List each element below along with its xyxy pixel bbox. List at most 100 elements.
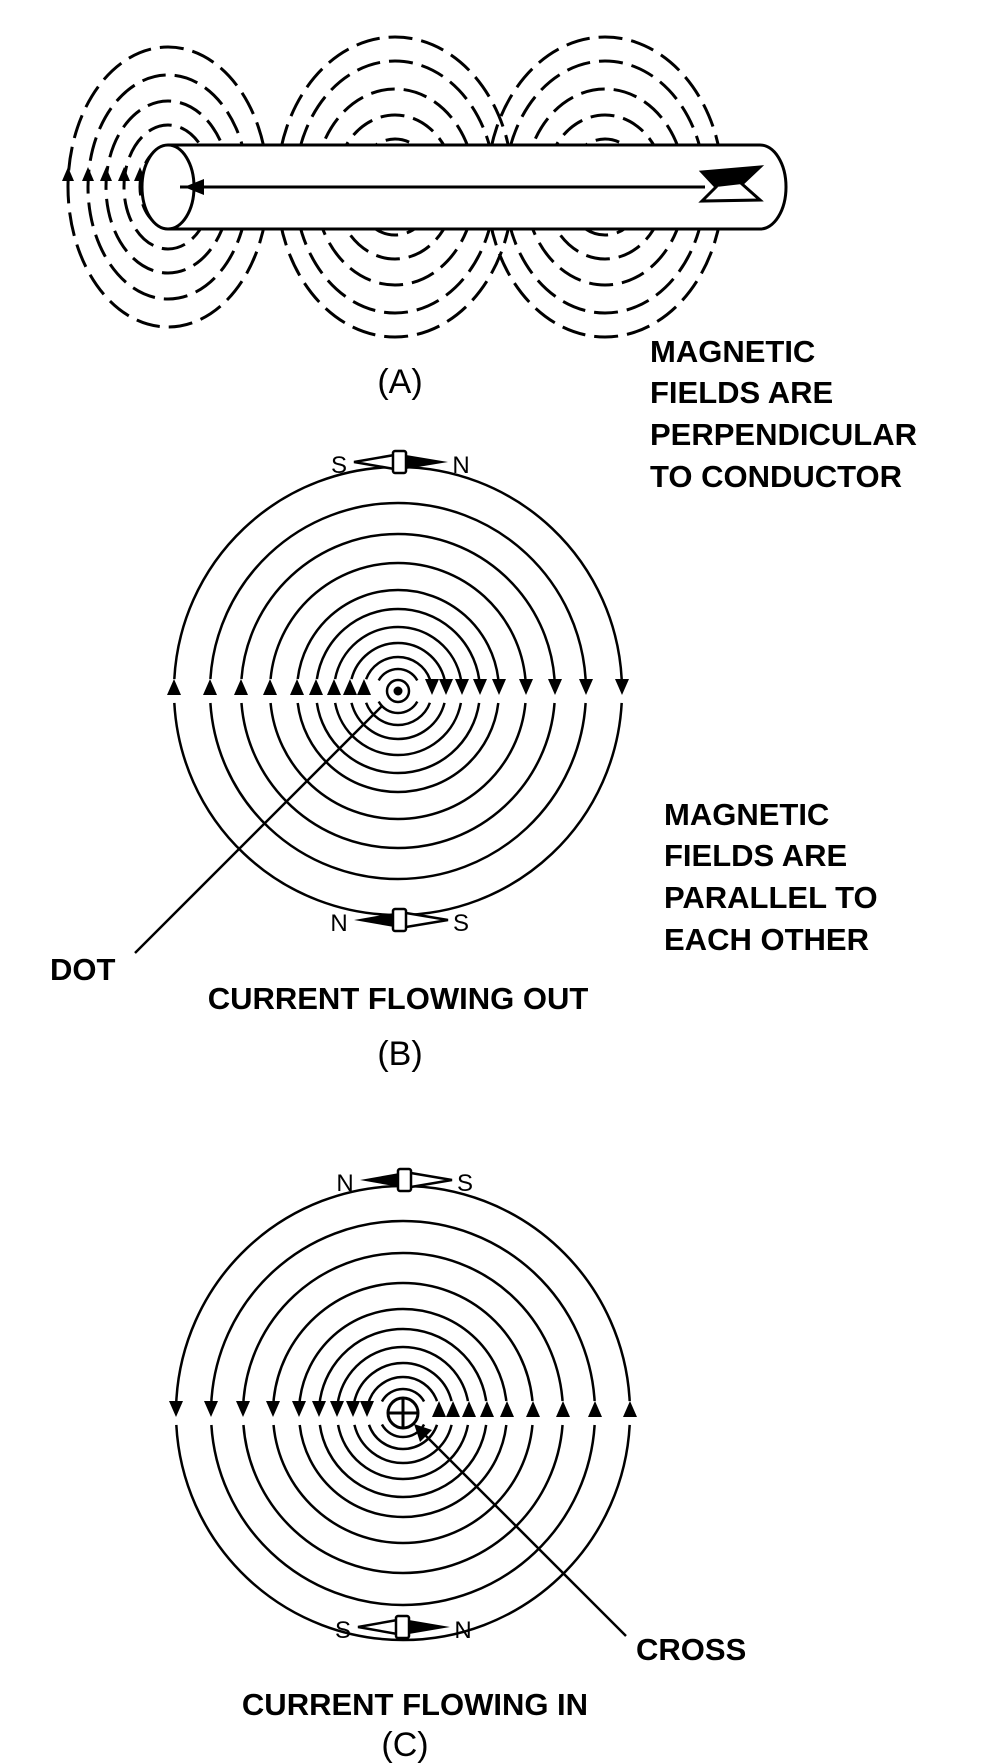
field-arrow-c-left-6 xyxy=(266,1401,280,1417)
dot-pointer-line xyxy=(134,705,383,954)
panel-c-current-in: N S S N CROSS CURRENT FLOWING IN (C) xyxy=(169,1167,746,1764)
panel-a-note: MAGNETIC FIELDS ARE PERPENDICULAR TO CON… xyxy=(650,334,917,494)
compass-bottom-c-right: N xyxy=(454,1617,471,1644)
note-b-line-2: FIELDS ARE xyxy=(664,838,847,873)
field-ring-b-1-lower xyxy=(377,700,419,715)
field-arrow-c-left-2 xyxy=(346,1401,360,1417)
field-arrows-c xyxy=(169,1401,637,1417)
field-arrow-b-left-6 xyxy=(263,679,277,695)
field-arrow-c-right-2 xyxy=(446,1401,460,1417)
compass-top-c: N S xyxy=(336,1167,473,1197)
field-ring-b-8-lower xyxy=(240,702,556,850)
compass-bottom-b-left: N xyxy=(330,910,347,937)
field-ring-b-5-upper xyxy=(315,607,481,680)
field-arrow-c-right-6 xyxy=(526,1401,540,1417)
panel-b-note: MAGNETIC FIELDS ARE PARALLEL TO EACH OTH… xyxy=(664,797,878,957)
field-arrow-b-right-9 xyxy=(615,679,629,695)
field-ring-b-2-lower xyxy=(364,702,432,727)
field-ring-c-4-lower xyxy=(336,1424,470,1481)
field-ring-b-9-lower xyxy=(209,702,587,881)
field-ring-b-7-upper xyxy=(269,561,527,680)
panel-c-label: (C) xyxy=(381,1726,428,1764)
panel-a-conductor: (A) MAGNETIC FIELDS ARE PERPENDICULAR TO… xyxy=(62,35,917,494)
field-ring-c-6-lower xyxy=(298,1424,508,1519)
cross-pointer-line xyxy=(423,1433,627,1637)
field-ring-b-6-upper xyxy=(296,588,500,680)
field-ring-b-4-lower xyxy=(333,702,463,757)
note-a-line-2: FIELDS ARE xyxy=(650,375,833,410)
field-ring-c-7-upper xyxy=(272,1281,534,1402)
field-arrow-b-right-3 xyxy=(455,679,469,695)
field-ring-b-9-upper xyxy=(209,501,587,680)
field-arrow-b-left-5 xyxy=(290,679,304,695)
field-arrow-b-left-2 xyxy=(343,679,357,695)
field-arrow-c-left-8 xyxy=(204,1401,218,1417)
field-ring-b-2-upper xyxy=(364,655,432,680)
field-ring-c-9-upper xyxy=(210,1219,596,1402)
field-ring-c-2-lower xyxy=(367,1424,439,1451)
field-loop-arrow-a-1-5 xyxy=(62,167,74,181)
field-arrow-c-left-5 xyxy=(292,1401,306,1417)
cross-label: CROSS xyxy=(636,1632,746,1667)
compass-bottom-c-left: S xyxy=(335,1617,351,1644)
note-b-line-4: EACH OTHER xyxy=(664,922,869,957)
field-loop-arrow-a-1-3 xyxy=(100,167,112,181)
panel-b-caption: CURRENT FLOWING OUT xyxy=(208,981,589,1016)
field-arrow-b-right-2 xyxy=(439,679,453,695)
panel-a-label: (A) xyxy=(377,363,422,401)
field-arrow-c-right-3 xyxy=(462,1401,476,1417)
compass-bottom-b-right: S xyxy=(453,910,469,937)
field-ring-c-4-upper xyxy=(336,1345,470,1402)
note-a-line-1: MAGNETIC xyxy=(650,334,815,369)
compass-top-b-left: S xyxy=(331,452,347,479)
field-ring-b-7-lower xyxy=(269,702,527,821)
field-arrow-b-right-1 xyxy=(425,679,439,695)
field-arrow-b-right-7 xyxy=(548,679,562,695)
field-ring-b-5-lower xyxy=(315,702,481,775)
field-rings-b xyxy=(173,465,623,917)
field-arrow-c-left-4 xyxy=(312,1401,326,1417)
field-arrow-b-right-5 xyxy=(492,679,506,695)
field-ring-c-5-lower xyxy=(318,1424,488,1499)
dot-symbol xyxy=(393,686,403,696)
field-ring-c-2-upper xyxy=(367,1375,439,1402)
field-ring-c-3-upper xyxy=(353,1361,453,1402)
field-arrows-b xyxy=(167,679,629,695)
field-ring-b-8-upper xyxy=(240,532,556,680)
field-ring-b-10-upper xyxy=(173,465,623,680)
note-b-line-3: PARALLEL TO xyxy=(664,880,878,915)
cross-symbol xyxy=(386,1396,420,1430)
field-ring-b-3-lower xyxy=(350,702,446,741)
field-arrow-b-right-4 xyxy=(473,679,487,695)
field-arrow-c-left-3 xyxy=(330,1401,344,1417)
current-arrow-head xyxy=(184,179,204,195)
field-arrow-b-left-4 xyxy=(309,679,323,695)
dot-label: DOT xyxy=(50,952,116,987)
panel-b-label: (B) xyxy=(377,1035,422,1073)
note-b-line-1: MAGNETIC xyxy=(664,797,829,832)
field-arrow-b-left-9 xyxy=(167,679,181,695)
field-arrow-b-left-1 xyxy=(357,679,371,695)
field-ring-c-10-lower xyxy=(175,1424,631,1642)
field-arrow-c-right-8 xyxy=(588,1401,602,1417)
field-arrow-c-right-7 xyxy=(556,1401,570,1417)
field-ring-b-4-upper xyxy=(333,625,463,680)
field-loop-arrow-a-1-4 xyxy=(82,167,94,181)
panel-c-caption: CURRENT FLOWING IN xyxy=(242,1687,588,1722)
note-a-line-4: TO CONDUCTOR xyxy=(650,459,902,494)
field-ring-c-8-lower xyxy=(242,1424,564,1575)
field-ring-c-5-upper xyxy=(318,1327,488,1402)
compass-top-c-right: S xyxy=(457,1170,473,1197)
field-arrow-b-right-8 xyxy=(579,679,593,695)
compass-top-c-left: N xyxy=(336,1170,353,1197)
field-ring-c-1-upper xyxy=(380,1387,426,1403)
field-arrow-c-right-5 xyxy=(500,1401,514,1417)
field-arrow-b-left-3 xyxy=(327,679,341,695)
field-ring-c-7-lower xyxy=(272,1424,534,1545)
field-ring-c-8-upper xyxy=(242,1251,564,1402)
field-arrow-c-left-9 xyxy=(169,1401,183,1417)
field-ring-b-3-upper xyxy=(350,641,446,680)
field-ring-c-3-lower xyxy=(353,1424,453,1465)
